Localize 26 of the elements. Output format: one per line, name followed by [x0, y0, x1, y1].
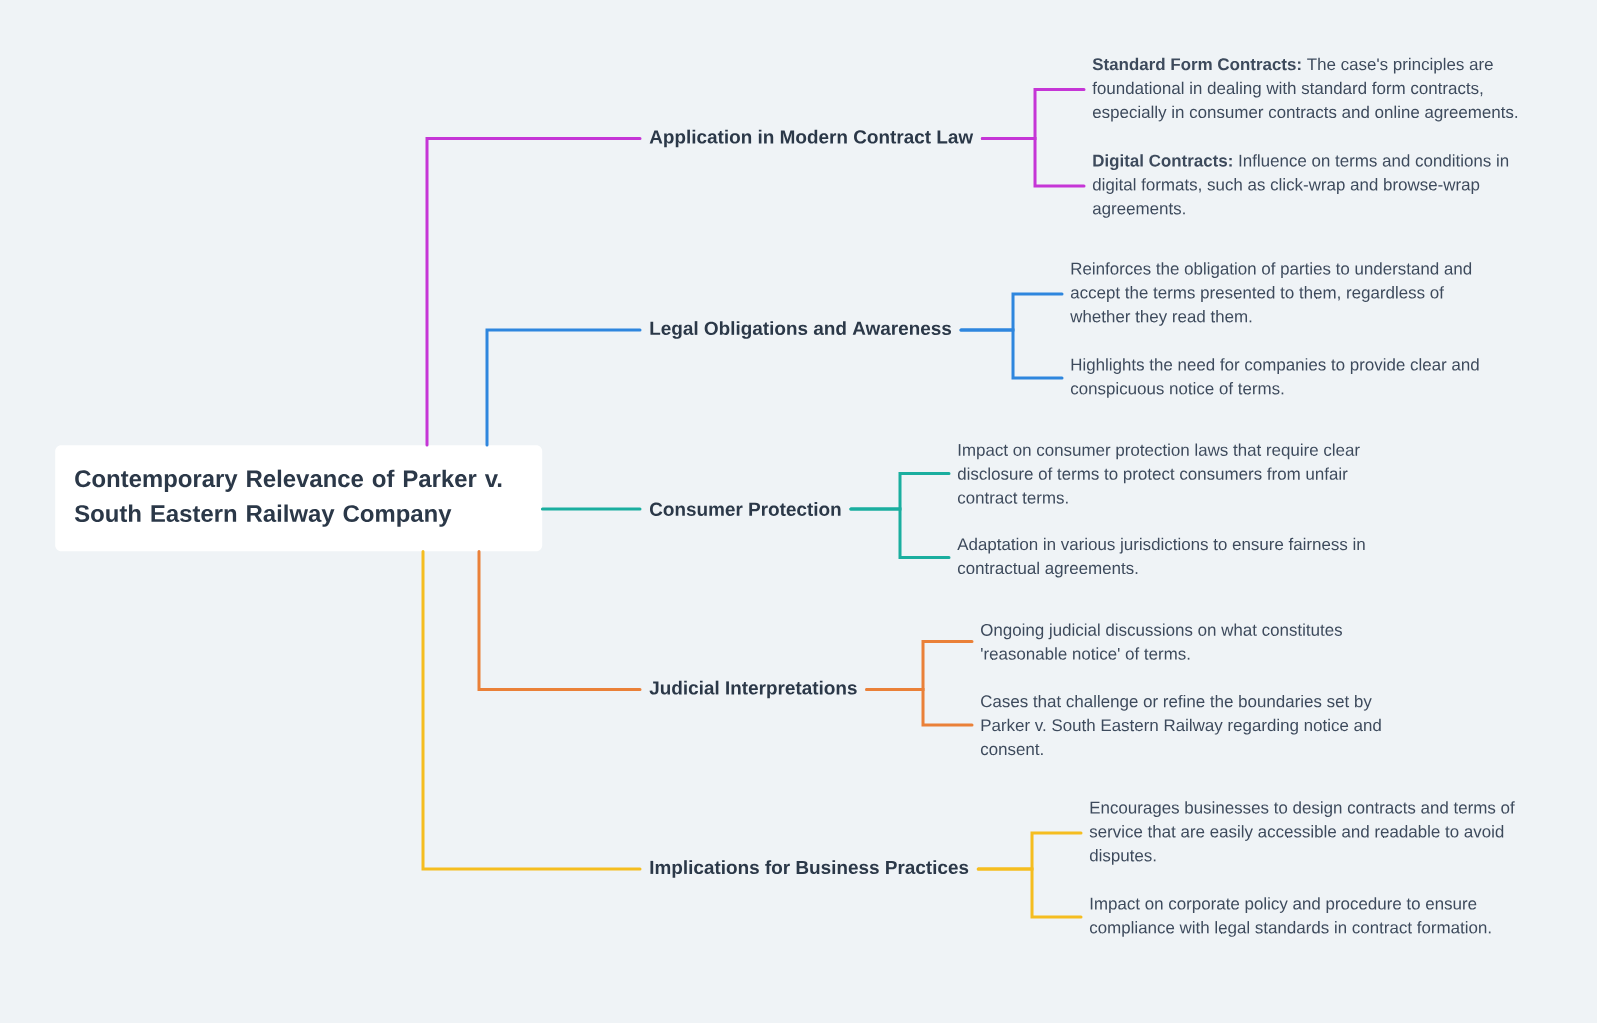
note-text: Cases that challenge or refine the boundaries set by Parker v. South Eastern Railway regarding notice and consent. — [980, 694, 1381, 756]
subtopic-heading: Consumer Protection — [650, 502, 841, 516]
subtopic-heading: Legal Obligations and Awareness — [650, 321, 952, 339]
subtopic-heading: Implications for Business Practices — [650, 860, 969, 878]
connector-line — [540, 507, 642, 511]
note-text: Impact on consumer protection laws that require clear disclosure of terms to protect consumers from unfair contract terms. — [957, 443, 1360, 504]
connector-line — [849, 507, 951, 560]
note-text: Adaptation in various jurisdictions to ensure fairness in contractual agreements. — [957, 537, 1365, 578]
note-text: Reinforces the obligation of parties to understand and accept the terms presented to them, regardless of whether they read them. — [1070, 262, 1472, 326]
subtopic-heading: Judicial Interpretations — [649, 680, 857, 699]
note-text: Impact on corporate policy and procedure to ensure compliance with legal standards in contract formation. — [1089, 897, 1491, 937]
note-text: Highlights the need for companies to provide clear and conspicuous notice of terms. — [1070, 358, 1479, 398]
connector-line — [976, 867, 1083, 919]
connector-line — [980, 137, 1086, 188]
connector-line — [421, 549, 642, 871]
subtopic-heading: Application in Modern Contract Law — [649, 129, 974, 148]
note-text: Digital Contracts: Influence on terms and conditions in digital formats, such as click-wrap and browse-wrap agreements. — [1092, 154, 1509, 218]
topic-box: Contemporary Relevance of Parker v. South Eastern Railway Company — [55, 445, 543, 552]
note-text: Encourages businesses to design contracts and terms of service that are easily accessible and readable to avoid disputes. — [1089, 801, 1515, 865]
connector-line — [865, 688, 974, 727]
note-text: Standard Form Contracts: The case's principles are foundational in dealing with standard form contracts, especially in consumer contracts and online agreements. — [1092, 57, 1518, 122]
connector-line — [477, 549, 642, 691]
note-text: Ongoing judicial discussions on what constitutes 'reasonable notice' of terms. — [981, 623, 1342, 660]
connector-line — [425, 137, 642, 447]
connector-line — [485, 328, 642, 447]
connector-line — [959, 328, 1064, 380]
